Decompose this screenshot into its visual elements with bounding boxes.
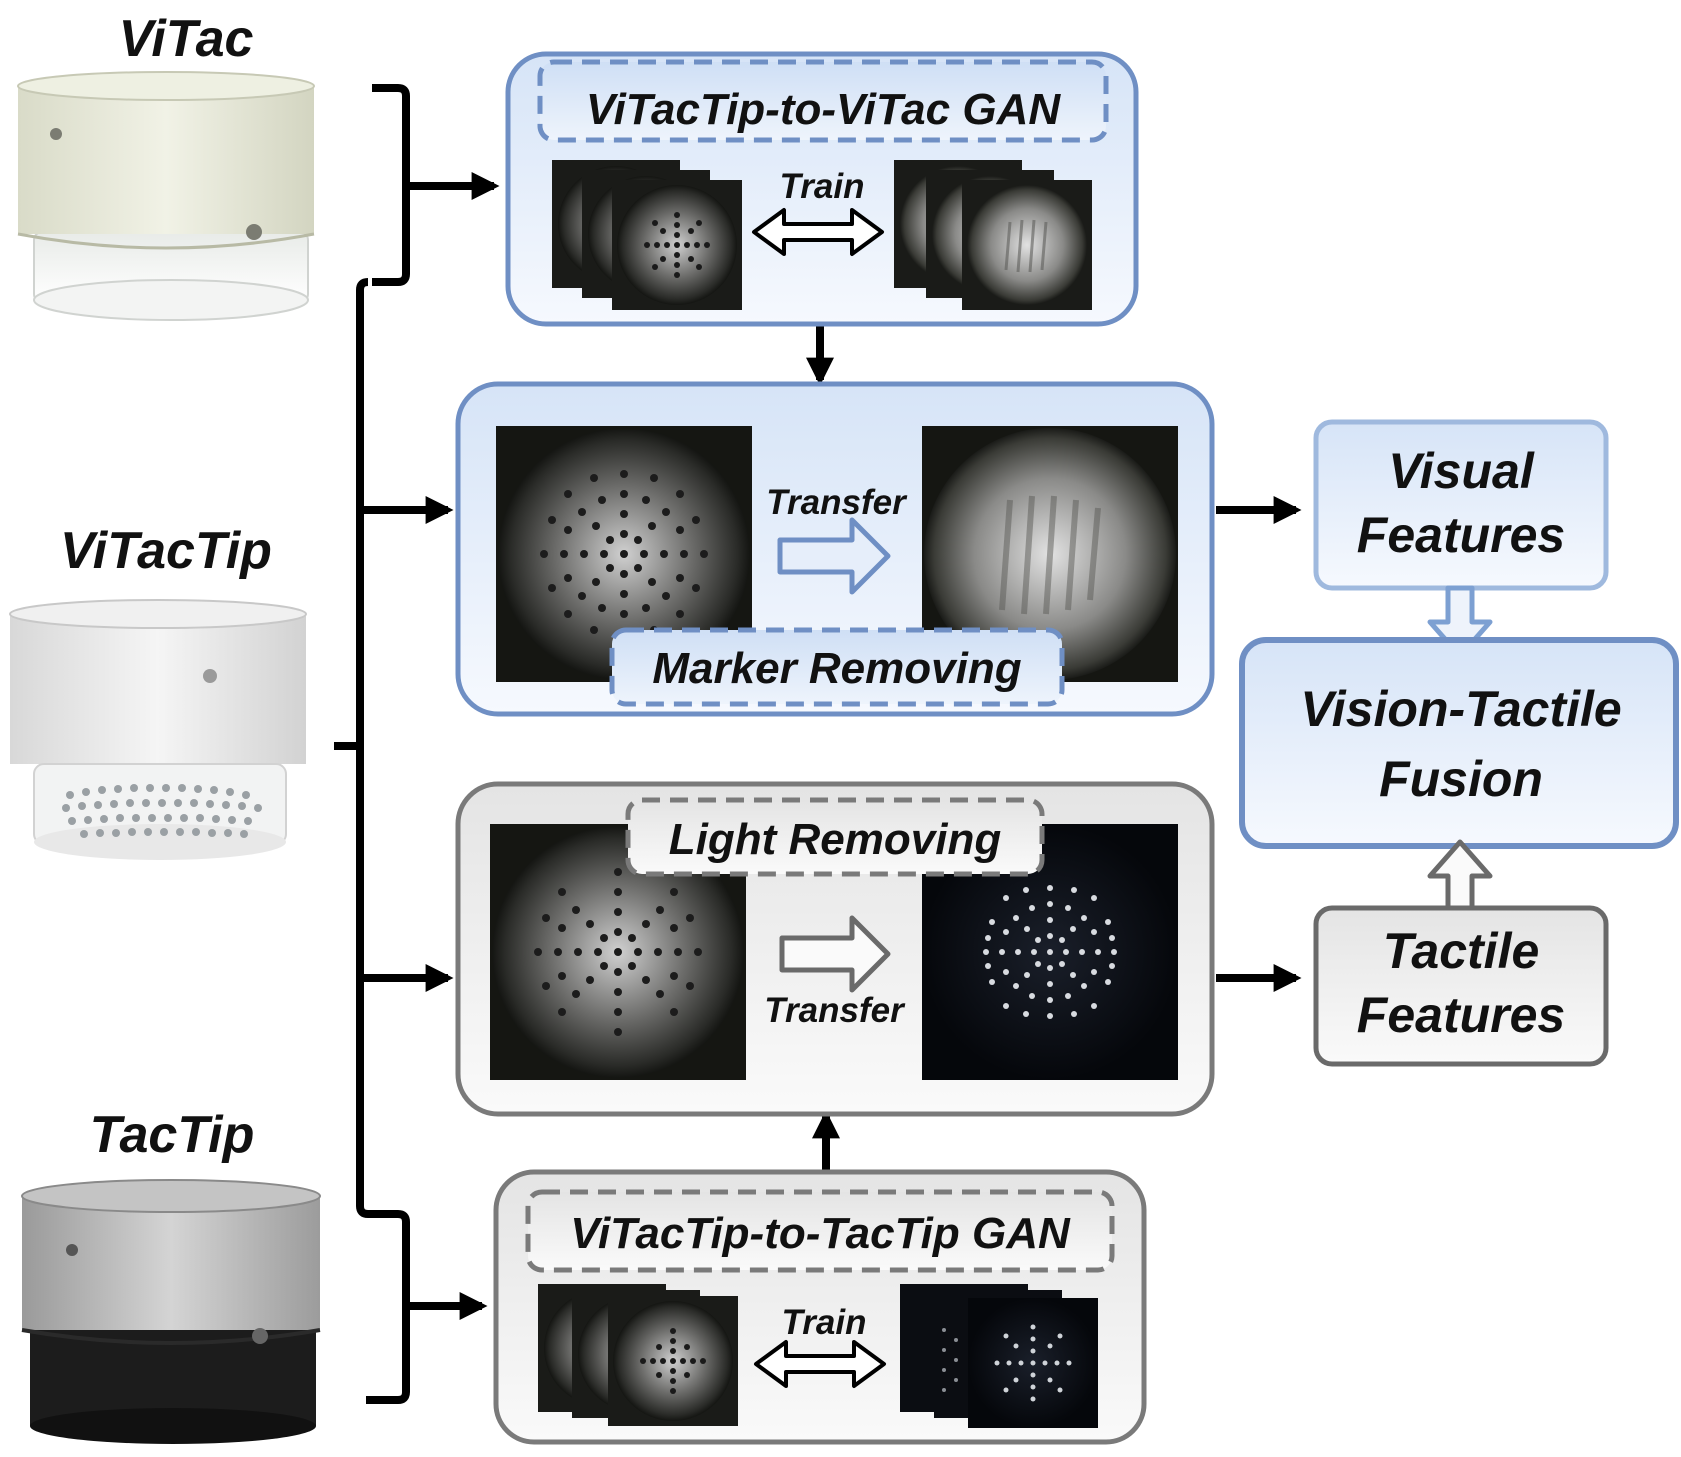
marker-removing-box: Transfer Marker Removing: [455, 381, 1215, 717]
vitactip-input-image-2: [490, 824, 746, 1080]
tactile-features-box: Tactile Features: [1313, 905, 1609, 1067]
train-double-arrow-icon: [752, 208, 884, 256]
tactile-line1: Tactile: [1383, 923, 1540, 979]
tactip-gray-ring: [22, 1196, 320, 1330]
light-removing-box: Transfer Light Removing: [455, 781, 1215, 1117]
gan-top-action: Train: [780, 167, 865, 206]
main-spine: [334, 278, 369, 750]
up-hollow-arrow-icon: [1427, 839, 1493, 915]
marker-removing-title: Marker Removing: [652, 644, 1021, 693]
gan-top-title: ViTacTip-to-ViTac GAN: [586, 85, 1061, 134]
light-removing-title: Light Removing: [669, 815, 1002, 864]
marker-action: Transfer: [766, 483, 908, 522]
light-action: Transfer: [764, 991, 906, 1030]
gan-vitactip-to-vitac-box: ViTacTip-to-ViTac GAN Train: [505, 51, 1139, 327]
transfer-arrow-gray-icon: [779, 915, 891, 993]
vitac-title: ViTac: [119, 10, 254, 68]
fusion-line1: Vision-Tactile: [1300, 681, 1621, 737]
vitac-sensor: ViTac: [17, 10, 315, 321]
gan-bottom-action: Train: [782, 1303, 867, 1342]
vitactip-image-stack-2: [538, 1284, 738, 1426]
visual-line2: Features: [1357, 507, 1565, 563]
tactile-line2: Features: [1357, 987, 1565, 1043]
bottom-bracket: [366, 1210, 410, 1404]
vitactip-image-stack: [552, 160, 742, 310]
tactip-sensor: TacTip: [21, 1106, 321, 1444]
vitactip-sensor: ViTacTip: [9, 522, 307, 860]
transfer-arrow-blue-icon: [777, 517, 891, 595]
tactip-title: TacTip: [90, 1106, 255, 1164]
vision-tactile-fusion-box: Vision-Tactile Fusion: [1239, 637, 1679, 849]
vitac-image-stack: [894, 160, 1092, 310]
tactip-image-stack: [900, 1284, 1098, 1428]
gan-vitactip-to-tactip-box: ViTacTip-to-TacTip GAN Train: [493, 1169, 1147, 1445]
fusion-line2: Fusion: [1379, 751, 1543, 807]
vitactip-white-ring: [10, 614, 306, 764]
train-double-arrow-icon-2: [754, 1340, 886, 1388]
vitac-cream-ring: [18, 86, 314, 234]
visual-features-box: Visual Features: [1313, 419, 1609, 591]
gan-bottom-title: ViTacTip-to-TacTip GAN: [570, 1209, 1071, 1258]
vitactip-title: ViTacTip: [60, 522, 272, 580]
top-bracket: [372, 84, 410, 286]
visual-line1: Visual: [1388, 443, 1535, 499]
vitactip-pin-array: [62, 784, 262, 838]
